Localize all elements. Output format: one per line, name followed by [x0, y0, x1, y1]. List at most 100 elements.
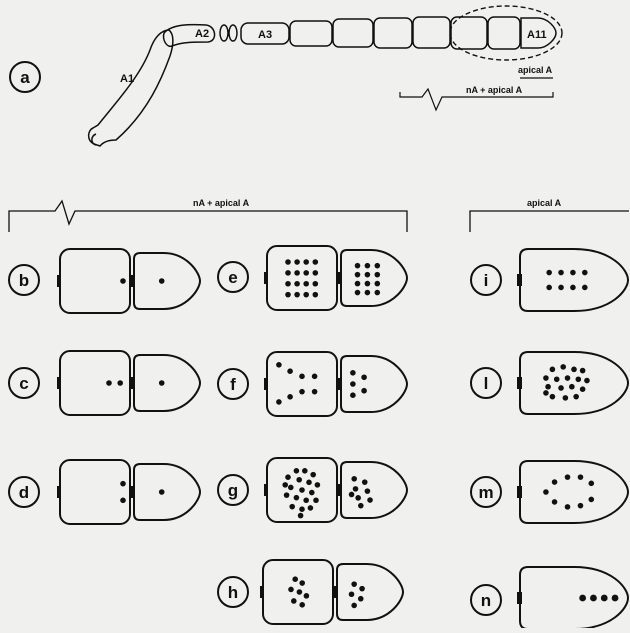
panel-g-apical-sensillum: [367, 497, 373, 503]
panel-l: l: [471, 352, 628, 414]
panel-l-sensillum: [558, 385, 564, 391]
panel-d-base-tab: [57, 486, 61, 498]
panel-e-apical-sensillum: [355, 281, 361, 287]
panel-e-apical-sensillum: [365, 281, 371, 287]
panel-f-base-tab: [264, 378, 268, 390]
panel-n-sensillum: [601, 595, 608, 602]
panel-h-apical-sensillum: [351, 581, 357, 587]
panel-g-apical-sensillum: [355, 495, 361, 501]
panel-l-sensillum: [560, 364, 566, 370]
panel-i-sensillum: [546, 285, 552, 291]
group-labels: nA + apical A apical A: [193, 198, 562, 208]
panel-e-left-sensillum: [303, 281, 309, 287]
label-a2: A2: [195, 28, 209, 40]
panel-e-left-sensillum: [285, 270, 291, 276]
panel-e-left-sensillum: [285, 259, 291, 265]
panel-l-base-tab: [517, 377, 522, 389]
panel-l-sensillum: [573, 394, 579, 400]
label-a3: A3: [258, 29, 272, 41]
panel-c-apical-segment: [134, 355, 200, 411]
panel-l-sensillum: [571, 367, 577, 373]
panel-e-apical-sensillum: [355, 272, 361, 278]
panel-g-left-sensillum: [299, 487, 305, 493]
panel-h-left-sensillum: [304, 593, 310, 599]
panel-d-left-sensillum: [120, 481, 126, 487]
panel-g-left-sensillum: [294, 468, 300, 474]
panel-n-sensillum: [590, 595, 597, 602]
panel-l-sensillum: [580, 386, 586, 392]
segment-a1-shape: [89, 30, 173, 146]
left-group-label: nA + apical A: [193, 198, 250, 208]
panel-n-sensillum: [579, 595, 586, 602]
panel-n-sensillum: [612, 595, 619, 602]
panel-c-left-sensillum: [117, 380, 123, 386]
segment-a8-shape: [451, 17, 487, 49]
panel-e-left-sensillum: [303, 259, 309, 265]
segment-a5-shape: [333, 19, 373, 47]
legend-combined-label: nA + apical A: [466, 85, 523, 95]
panel-m-sensillum: [565, 504, 571, 510]
panel-m-letter: m: [478, 483, 493, 502]
panel-e-left-sensillum: [313, 292, 319, 298]
panel-l-sensillum: [550, 394, 556, 400]
panel-i-sensillum: [570, 270, 576, 276]
panel-e: e: [218, 246, 407, 310]
panel-g-left-sensillum: [289, 504, 295, 510]
panel-l-sensillum: [580, 368, 586, 374]
panel-m-base-tab: [517, 486, 522, 498]
segment-small-1: [220, 25, 228, 41]
segment-small-2: [229, 25, 237, 41]
panel-i-sensillum: [570, 285, 576, 291]
panel-f-letter: f: [230, 375, 236, 394]
panel-g-left-sensillum: [310, 472, 316, 478]
panel-e-left-segment: [267, 246, 337, 310]
panel-e-apical-sensillum: [375, 290, 381, 296]
panel-h-left-sensillum: [291, 598, 297, 604]
panel-e-joint: [336, 272, 342, 284]
panel-l-sensillum: [545, 384, 551, 390]
panel-g-apical-sensillum: [365, 488, 371, 494]
panel-e-apical-sensillum: [365, 290, 371, 296]
panel-g-apical-sensillum: [362, 479, 368, 485]
panel-a-letter: a: [20, 68, 30, 87]
panel-g-left-sensillum: [296, 477, 302, 483]
panel-g-left-sensillum: [298, 513, 304, 519]
panel-h-apical-sensillum: [359, 586, 365, 592]
panel-m-sensillum: [578, 474, 584, 480]
panel-h-left-sensillum: [299, 580, 305, 586]
panel-h-apical-sensillum: [358, 596, 364, 602]
panel-a-circle-label: a: [10, 62, 40, 92]
panel-i-sensillum: [558, 285, 564, 291]
panel-l-sensillum: [565, 375, 571, 381]
panel-g-base-tab: [264, 484, 268, 496]
panel-n-letter: n: [481, 591, 491, 610]
panel-h-apical-sensillum: [351, 603, 357, 609]
panel-g-apical-sensillum: [351, 476, 357, 482]
panel-e-apical-sensillum: [375, 272, 381, 278]
panel-e-letter: e: [228, 268, 237, 287]
panel-e-left-sensillum: [303, 292, 309, 298]
panel-i-apical-segment: [520, 249, 628, 311]
panel-d-apical-segment: [134, 464, 200, 520]
panel-f: f: [218, 352, 407, 416]
panel-h-left-sensillum: [288, 587, 294, 593]
panel-g-left-sensillum: [288, 485, 294, 491]
panel-e-left-sensillum: [294, 292, 300, 298]
panel-l-sensillum: [543, 375, 549, 381]
panel-b-apical-segment: [134, 253, 200, 309]
panel-e-left-sensillum: [303, 270, 309, 276]
panel-i: i: [471, 249, 628, 311]
panel-e-apical-sensillum: [355, 290, 361, 296]
panel-l-sensillum: [576, 376, 582, 382]
panel-g-left-sensillum: [309, 490, 315, 496]
panel-l-sensillum: [563, 395, 569, 401]
panel-f-left-sensillum: [287, 368, 293, 374]
panel-e-apical-sensillum: [365, 263, 371, 269]
panel-e-apical-sensillum: [365, 272, 371, 278]
panel-h-joint: [332, 586, 338, 598]
panel-h-left-sensillum: [299, 602, 305, 608]
panel-f-left-sensillum: [276, 399, 282, 405]
panel-f-left-sensillum: [299, 389, 305, 395]
panel-m-sensillum: [543, 489, 549, 495]
